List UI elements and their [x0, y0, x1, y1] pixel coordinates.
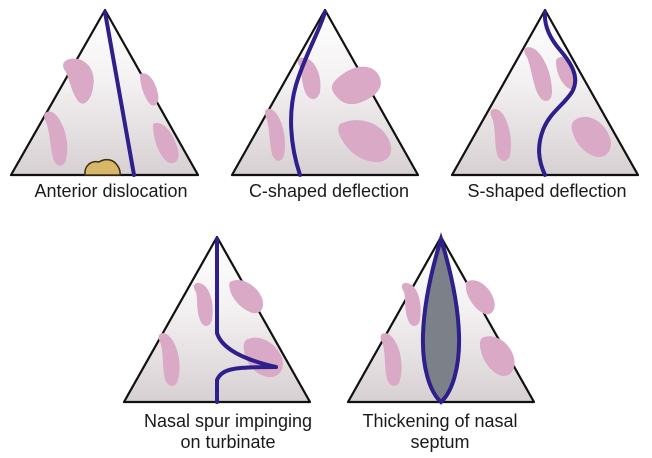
caption-line: septum [340, 432, 540, 453]
panel-anterior-dislocation [11, 10, 198, 175]
panel-thickening [348, 237, 534, 402]
caption-line: Thickening of nasal [340, 411, 540, 432]
caption-anterior-dislocation: Anterior dislocation [8, 181, 214, 202]
panel-s-shaped-deflection [452, 10, 638, 175]
caption-line: Anterior dislocation [8, 181, 214, 202]
panel-c-shaped-deflection [232, 10, 418, 175]
caption-s-shaped-deflection: S-shaped deflection [442, 181, 652, 202]
caption-line: S-shaped deflection [442, 181, 652, 202]
caption-thickening: Thickening of nasal septum [340, 411, 540, 453]
panel-nasal-spur [124, 237, 310, 402]
caption-line: C-shaped deflection [226, 181, 432, 202]
caption-nasal-spur: Nasal spur impinging on turbinate [118, 411, 338, 453]
caption-c-shaped-deflection: C-shaped deflection [226, 181, 432, 202]
caption-line: Nasal spur impinging [118, 411, 338, 432]
caption-line: on turbinate [118, 432, 338, 453]
